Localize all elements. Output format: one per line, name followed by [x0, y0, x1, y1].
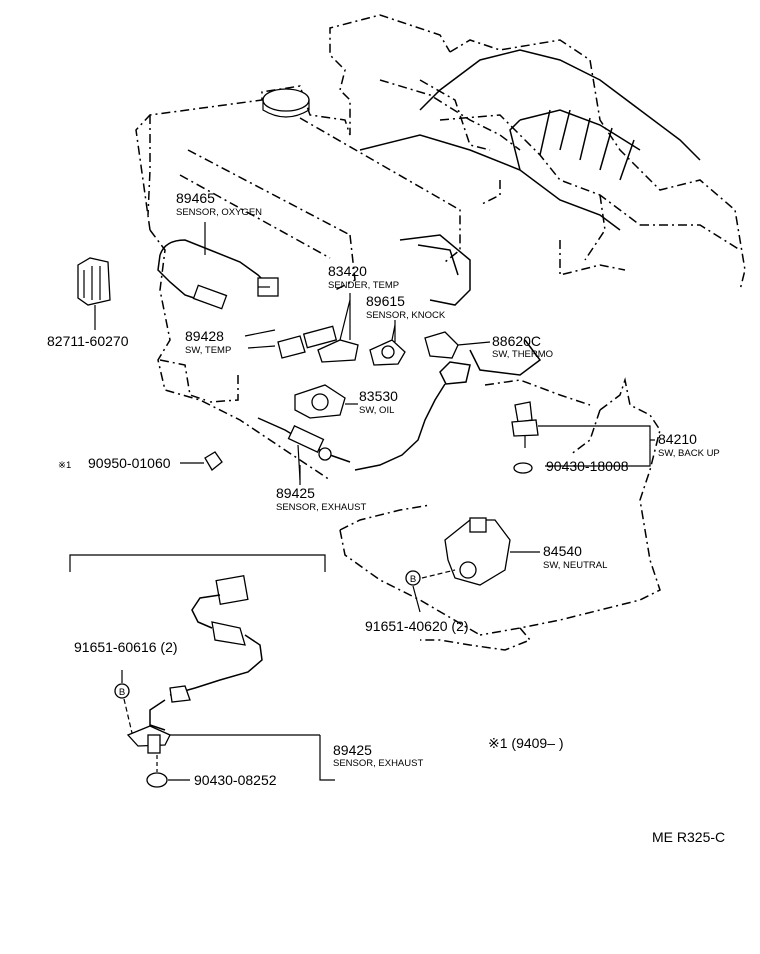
svg-text:89425: 89425 [333, 742, 372, 758]
inset-frame [69, 554, 326, 572]
engine-outline [135, 14, 746, 651]
svg-text:83420: 83420 [328, 263, 367, 279]
connector-82711-60270 [77, 257, 111, 328]
exhaust-sensor-89425-upper [257, 417, 351, 481]
gasket-90950-01060 [180, 451, 223, 471]
svg-text:SENSOR, OXYGEN: SENSOR, OXYGEN [176, 207, 262, 218]
temp-switch-89428 [247, 325, 338, 359]
leader-lines [94, 222, 396, 485]
svg-text:84210: 84210 [658, 431, 697, 447]
svg-text:B: B [119, 687, 125, 698]
bolt-marker-lower: B [114, 670, 133, 734]
label-91651-60616: 91651-60616 (2) [74, 639, 178, 655]
label-90950-01060: ※1 90950-01060 [58, 455, 171, 471]
thermo-switch-88620c [354, 331, 491, 471]
svg-text:SW, THERMO: SW, THERMO [492, 349, 553, 360]
gasket-90430-08252 [146, 755, 190, 788]
knock-sensor-89615 [369, 324, 406, 366]
svg-text:SENSOR, EXHAUST: SENSOR, EXHAUST [276, 502, 366, 513]
svg-text:SW, OIL: SW, OIL [359, 405, 394, 416]
svg-text:SW, NEUTRAL: SW, NEUTRAL [543, 560, 607, 571]
label-91651-40620: 91651-40620 (2) [365, 618, 469, 634]
svg-text:89428: 89428 [185, 328, 224, 344]
label-89428: 89428 SW, TEMP [185, 328, 231, 356]
label-90430-08252: 90430-08252 [194, 772, 277, 788]
diagram-reference-code: ME R325-C [652, 829, 725, 845]
svg-text:89465: 89465 [176, 190, 215, 206]
label-82711-60270: 82711-60270 [47, 333, 129, 349]
svg-text:89615: 89615 [366, 293, 405, 309]
bracket-89425-lower [319, 735, 335, 781]
neutral-switch-84540 [444, 517, 540, 586]
svg-text:SW, TEMP: SW, TEMP [185, 345, 231, 356]
label-89425-upper: 89425 SENSOR, EXHAUST [276, 485, 366, 513]
svg-text:B: B [410, 574, 416, 585]
bolt-marker-upper: B [405, 569, 456, 613]
label-84210: 84210 SW, BACK UP [658, 431, 720, 459]
svg-text:84540: 84540 [543, 543, 582, 559]
temp-sender-83420 [317, 299, 359, 363]
backup-switch-84210 [511, 401, 655, 474]
svg-text:SENSOR, KNOCK: SENSOR, KNOCK [366, 310, 446, 321]
label-90430-18008: 90430-18008 [546, 458, 629, 474]
label-89425-lower: 89425 SENSOR, EXHAUST [333, 742, 423, 769]
label-83420: 83420 SENDER, TEMP [328, 263, 399, 291]
svg-text:83530: 83530 [359, 388, 398, 404]
exhaust-sensor-89425-lower [126, 574, 320, 754]
oil-switch-83530 [294, 384, 358, 419]
svg-text:SENDER, TEMP: SENDER, TEMP [328, 280, 399, 291]
svg-text:88620C: 88620C [492, 333, 541, 349]
label-89465: 89465 SENSOR, OXYGEN [176, 190, 262, 218]
label-88620c: 88620C SW, THERMO [492, 333, 553, 360]
svg-text:※1: ※1 [58, 460, 71, 471]
note-date-range: ※1 (9409– ) [488, 735, 564, 751]
svg-text:SENSOR, EXHAUST: SENSOR, EXHAUST [333, 758, 423, 769]
svg-text:89425: 89425 [276, 485, 315, 501]
label-83530: 83530 SW, OIL [359, 388, 398, 416]
label-89615: 89615 SENSOR, KNOCK [366, 293, 446, 321]
svg-text:90950-01060: 90950-01060 [88, 455, 171, 471]
svg-text:SW, BACK UP: SW, BACK UP [658, 448, 720, 459]
label-84540: 84540 SW, NEUTRAL [543, 543, 607, 571]
oxygen-sensor-89465 [157, 239, 279, 310]
